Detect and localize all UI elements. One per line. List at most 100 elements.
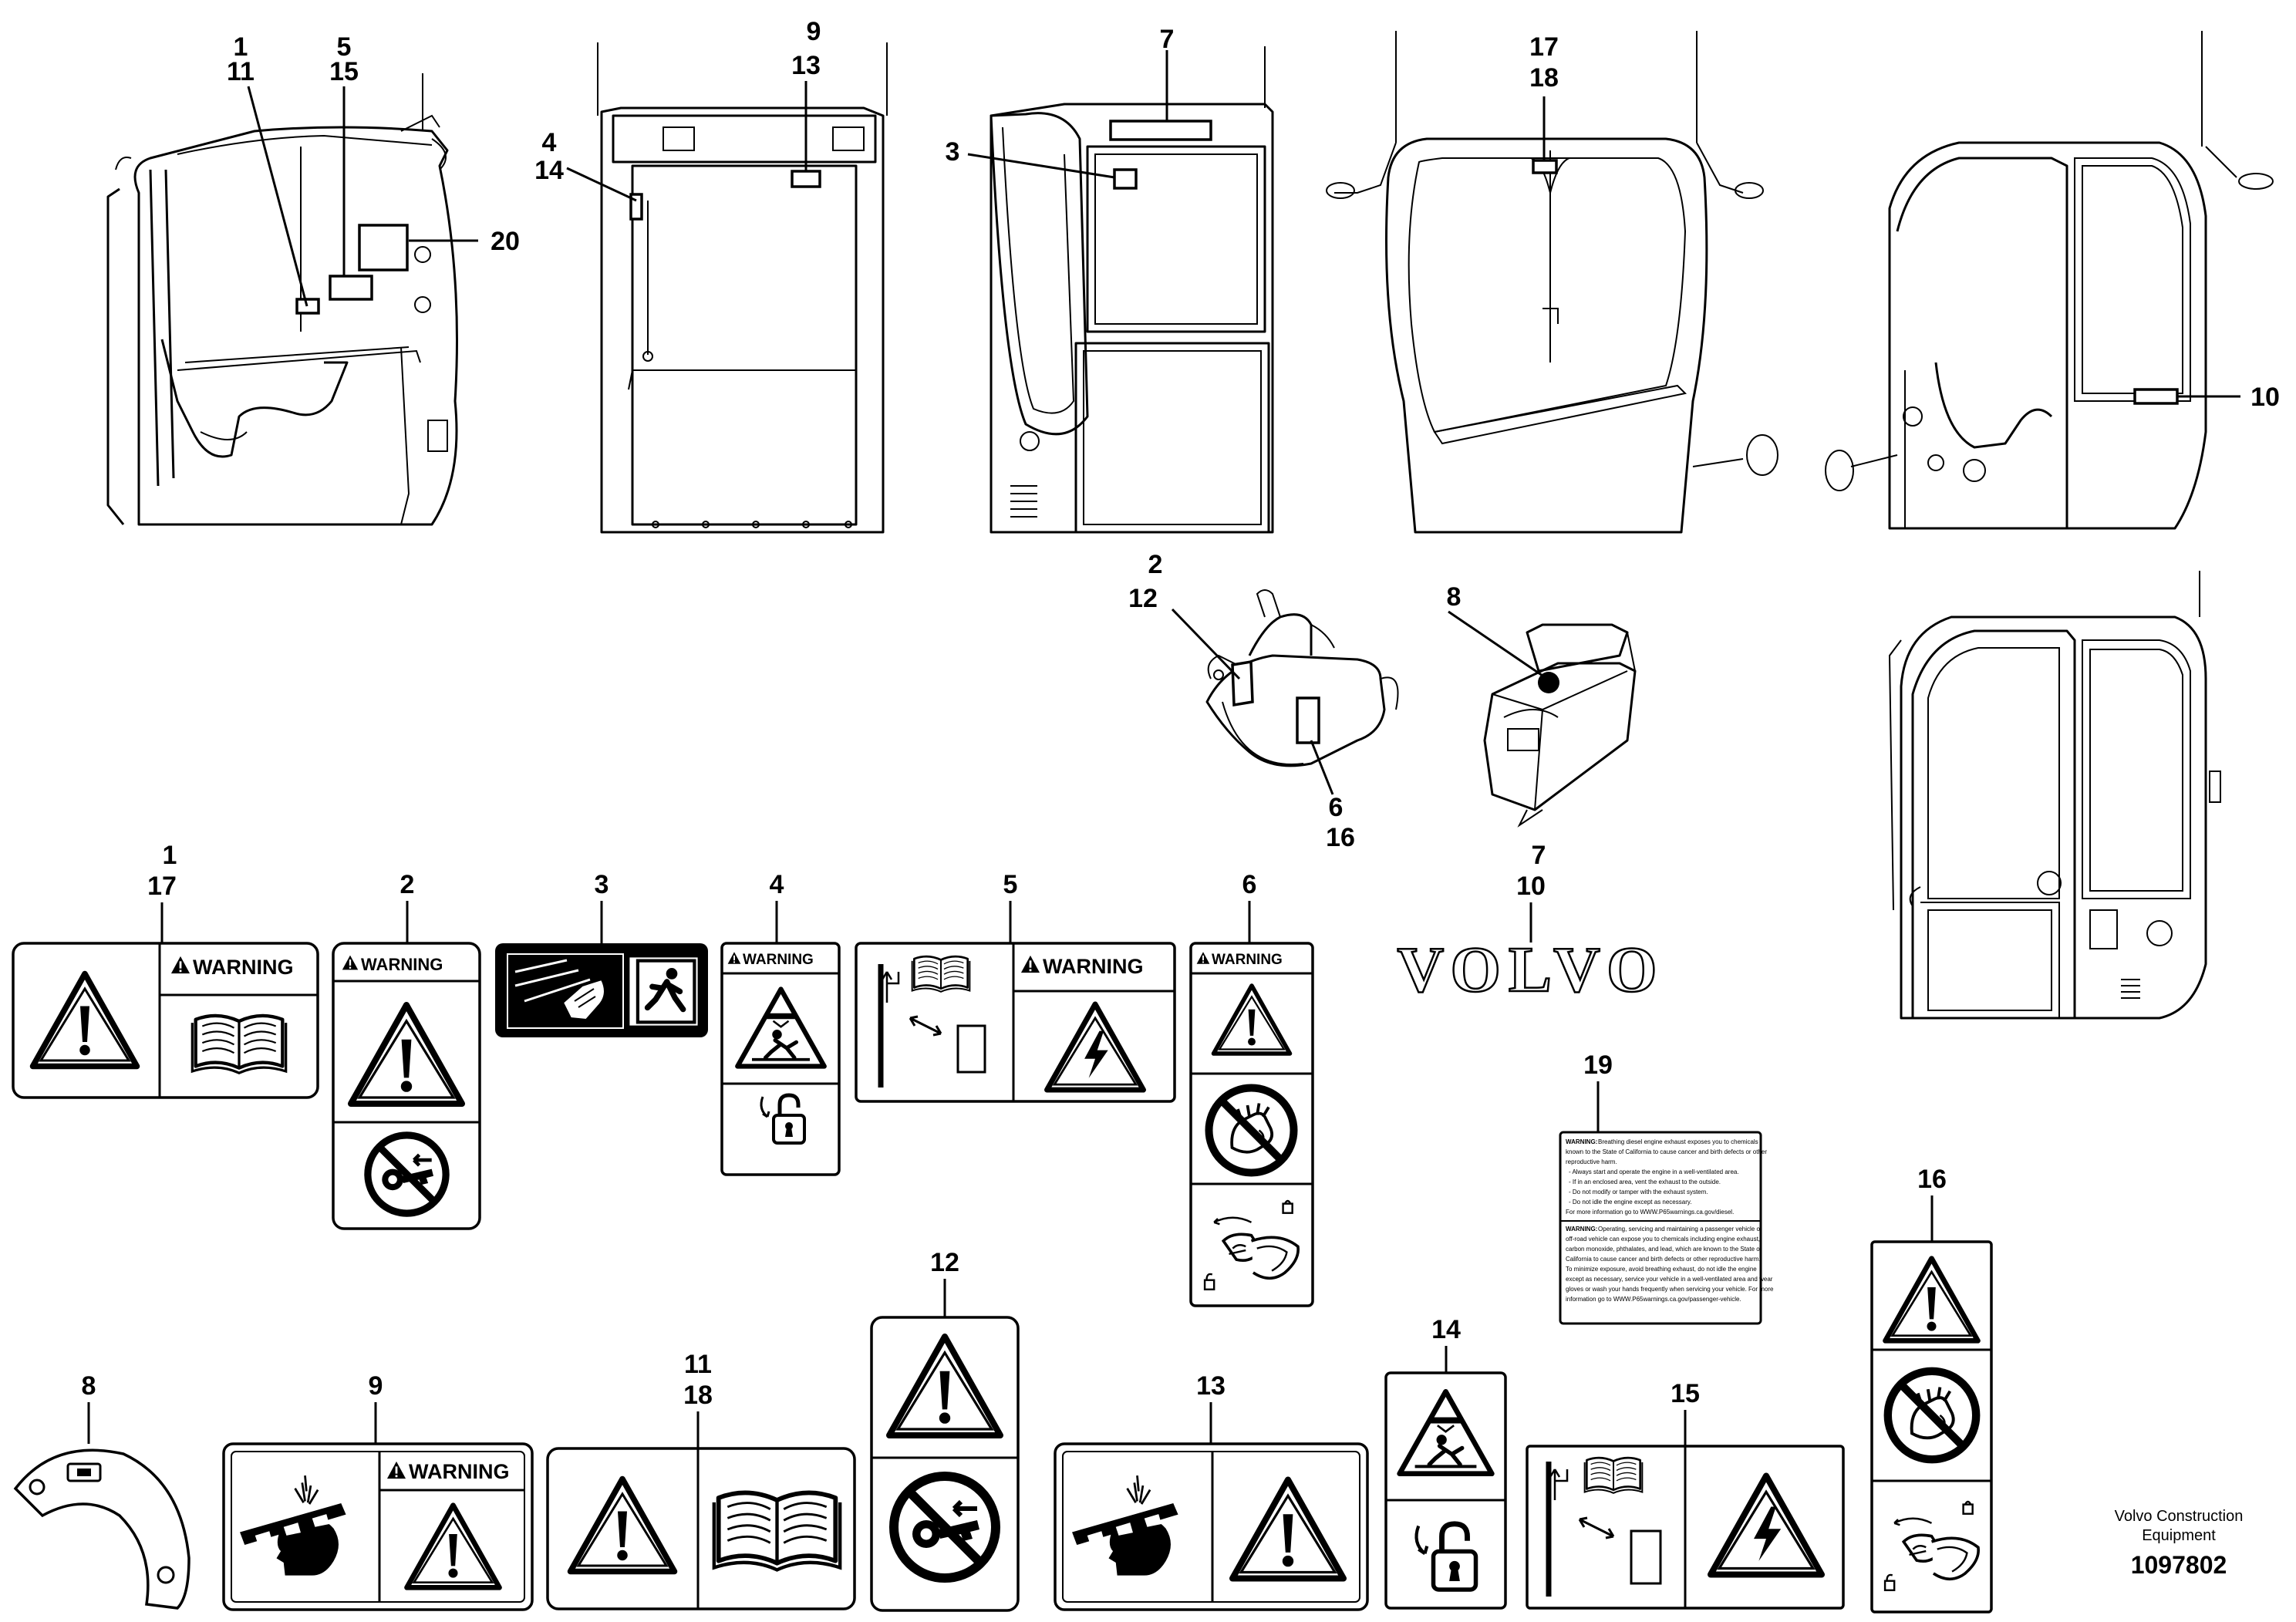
callout-18: 18 [1529, 63, 1559, 93]
callout-14: 14 [534, 156, 564, 185]
svg-text:To minimize exposure, avoid br: To minimize exposure, avoid breathing ex… [1566, 1266, 1757, 1273]
cab-front-view [1326, 31, 1778, 534]
decal-4: 4 WARNING [720, 870, 841, 1176]
cab-left-view [1825, 31, 2274, 530]
warning-text: WARNING [361, 955, 443, 974]
svg-text:California to cause cancer and: California to cause cancer and birth def… [1566, 1256, 1761, 1263]
decal-16: 16 [1870, 1165, 1993, 1614]
decal-label-9: 9 [369, 1371, 383, 1401]
callout-9: 9 [807, 17, 821, 46]
decal-15: 15 [1526, 1379, 1845, 1610]
decal-5: 5 WARNING [855, 870, 1176, 1103]
decal-19: 19 WARNING: Breathing diesel engine exha… [1559, 1050, 1774, 1325]
svg-text:- Do not modify or tamper with: - Do not modify or tamper with the exhau… [1569, 1189, 1708, 1195]
callout-2: 2 [1148, 550, 1163, 579]
read-manual-icon [911, 955, 971, 993]
svg-text:carbon monoxide, phthalates, a: carbon monoxide, phthalates, and lead, w… [1566, 1246, 1762, 1253]
part-number: 1097802 [2131, 1551, 2227, 1579]
decal-13: 13 [1054, 1371, 1369, 1611]
cab-right-view [990, 46, 1274, 534]
decal-8: 8 [13, 1371, 190, 1610]
leader-12 [1171, 608, 1241, 680]
warning-text: WARNING [409, 1460, 510, 1483]
read-manual-icon [714, 1492, 840, 1570]
decal-label-10: 10 [1516, 872, 1546, 901]
svg-text:Operating, servicing and maint: Operating, servicing and maintaining a p… [1598, 1226, 1762, 1233]
decal-14: 14 [1384, 1315, 1507, 1610]
decal-label-3: 3 [595, 870, 609, 899]
callout-12: 12 [1128, 584, 1158, 613]
decal-label-11: 11 [684, 1350, 712, 1379]
warning-text: WARNING [743, 952, 814, 968]
decal-label-16: 16 [1917, 1165, 1947, 1194]
decal-6: 6 WARNING [1189, 870, 1314, 1307]
no-hand-icon [1209, 1088, 1294, 1173]
decal-label-17: 17 [147, 872, 177, 901]
decal-label-2: 2 [400, 870, 415, 899]
emergency-exit-icon [628, 956, 699, 1027]
leader-11 [247, 86, 308, 307]
svg-text:off-road vehicle can expose yo: off-road vehicle can expose you to chemi… [1566, 1236, 1760, 1243]
decal-label-1: 1 [163, 841, 177, 870]
callout-10: 10 [2250, 383, 2280, 412]
callout-3: 3 [946, 137, 960, 167]
decal-2: 2 WARNING [332, 870, 481, 1230]
decal-label-6: 6 [1242, 870, 1257, 899]
decal-label-15: 15 [1671, 1379, 1700, 1408]
cab-side-view-1 [106, 73, 458, 526]
svg-text:known to the State of Californ: known to the State of California to caus… [1566, 1148, 1767, 1155]
decal-3: 3 [495, 870, 708, 1037]
svg-text:WARNING:: WARNING: [1566, 1226, 1597, 1233]
callout-1: 1 [234, 32, 248, 62]
svg-text:For more information go to WWW: For more information go to WWW.P65warnin… [1566, 1209, 1734, 1216]
decal-label-13: 13 [1196, 1371, 1226, 1401]
callout-6: 6 [1329, 793, 1344, 822]
read-manual-icon [1583, 1456, 1644, 1495]
joystick-console-view [1205, 589, 1399, 767]
prop65-paragraph-1: WARNING: Breathing diesel engine exhaust… [1566, 1138, 1767, 1216]
callout-11: 11 [227, 57, 255, 86]
no-key-icon [368, 1135, 446, 1213]
callout-20: 20 [491, 227, 520, 256]
decal-12: 12 [870, 1248, 1020, 1612]
read-manual-icon [192, 1016, 285, 1073]
leader-8 [1448, 610, 1546, 679]
no-hand-icon [1888, 1371, 1976, 1459]
decal-7-10: 7 10 VOLVO [1396, 841, 1665, 1007]
cab-rear-view [597, 42, 888, 534]
volvo-logo: VOLVO [1397, 934, 1665, 1006]
footer: Volvo Construction Equipment 1097802 [2115, 1508, 2244, 1579]
decal-label-5: 5 [1003, 870, 1018, 899]
no-key-icon [894, 1476, 996, 1578]
decal-label-7: 7 [1532, 841, 1546, 870]
warning-text: WARNING [1043, 955, 1144, 978]
decal-label-8: 8 [82, 1371, 96, 1401]
callout-group-top: 1 11 5 15 20 4 14 9 13 7 3 17 18 10 2 12… [227, 17, 2280, 852]
leader-3 [967, 153, 1115, 179]
decal-label-19: 19 [1583, 1050, 1613, 1080]
cab-exterior-left-view [1888, 571, 2221, 1020]
prop65-paragraph-2: WARNING: Operating, servicing and mainta… [1566, 1226, 1774, 1303]
leader-6 [1310, 740, 1334, 795]
callout-17: 17 [1529, 32, 1559, 62]
callout-13: 13 [791, 51, 821, 80]
callout-15: 15 [329, 57, 359, 86]
company-line-2: Equipment [2142, 1527, 2216, 1544]
callout-16: 16 [1326, 823, 1355, 852]
leader-14 [566, 167, 637, 202]
decal-label-18: 18 [683, 1381, 713, 1410]
svg-text:- If in an enclosed area, vent: - If in an enclosed area, vent the exhau… [1569, 1179, 1721, 1185]
callout-4: 4 [542, 128, 557, 157]
svg-text:gloves or wash your hands freq: gloves or wash your hands frequently whe… [1566, 1286, 1774, 1293]
callout-5: 5 [337, 32, 352, 62]
svg-text:- Always start and operate the: - Always start and operate the engine in… [1569, 1168, 1739, 1175]
decal-1-17: 1 17 WARNING [12, 841, 319, 1099]
warning-text: WARNING [1212, 952, 1283, 968]
svg-text:WARNING:: WARNING: [1566, 1138, 1597, 1145]
callout-8: 8 [1447, 582, 1462, 612]
svg-text:Breathing diesel engine exhaus: Breathing diesel engine exhaust exposes … [1598, 1138, 1758, 1145]
company-line-1: Volvo Construction [2115, 1508, 2244, 1525]
decal-label-12: 12 [930, 1248, 959, 1277]
svg-text:information go to WWW.P65warni: information go to WWW.P65warnings.ca.gov… [1566, 1296, 1741, 1303]
warning-text: WARNING [193, 956, 294, 979]
